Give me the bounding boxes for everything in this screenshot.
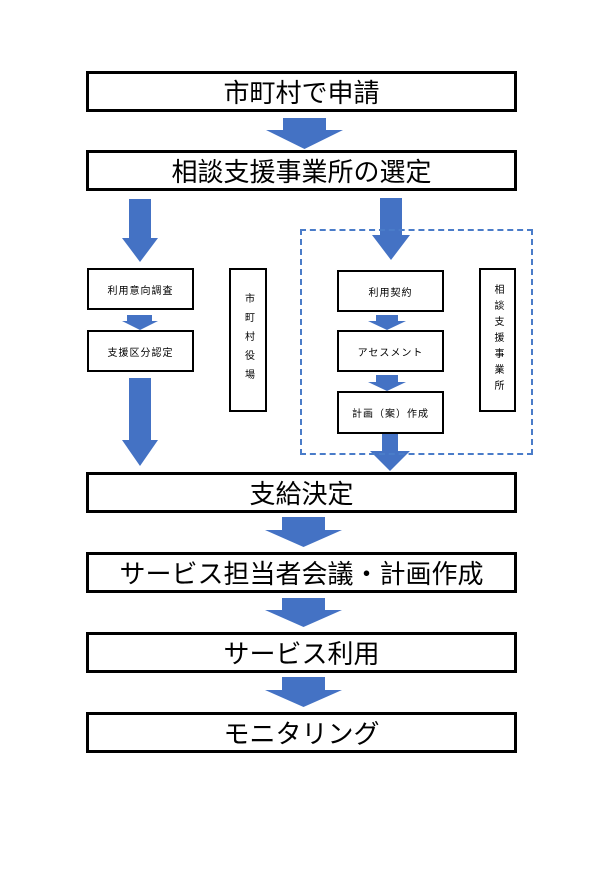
actor-consultation-office-label: 相談支援事業所: [492, 284, 503, 396]
arrow-down-4: [265, 677, 342, 707]
step-usage-survey: 利用意向調査: [87, 268, 194, 310]
arrow-left-small: [122, 315, 158, 330]
step-service-meeting: サービス担当者会議・計画作成: [86, 552, 517, 593]
step-select-office: 相談支援事業所の選定: [86, 150, 517, 191]
actor-consultation-office: 相談支援事業所: [479, 268, 516, 412]
actor-municipal-office: 市町村役場: [229, 268, 267, 412]
office-process-group: [300, 229, 533, 455]
step-service-use: サービス利用: [86, 632, 517, 673]
step-support-classification: 支援区分認定: [87, 330, 194, 372]
actor-municipal-office-label: 市町村役場: [242, 292, 254, 388]
step-assessment: アセスメント: [337, 330, 444, 372]
arrow-down-2: [265, 517, 342, 547]
step-monitoring: モニタリング: [86, 712, 517, 753]
step-payment-decision: 支給決定: [86, 472, 517, 513]
step-plan-draft: 計画（案）作成: [337, 391, 444, 434]
arrow-down-3: [265, 598, 342, 627]
arrow-down-1: [266, 118, 343, 149]
arrow-right-long: [370, 433, 410, 471]
step-apply: 市町村で申請: [86, 71, 517, 112]
arrow-right-small-2: [368, 375, 406, 391]
step-usage-contract: 利用契約: [337, 270, 444, 312]
arrow-left-long: [122, 378, 158, 466]
arrow-left-main: [122, 199, 158, 262]
arrow-right-small-1: [368, 315, 406, 330]
